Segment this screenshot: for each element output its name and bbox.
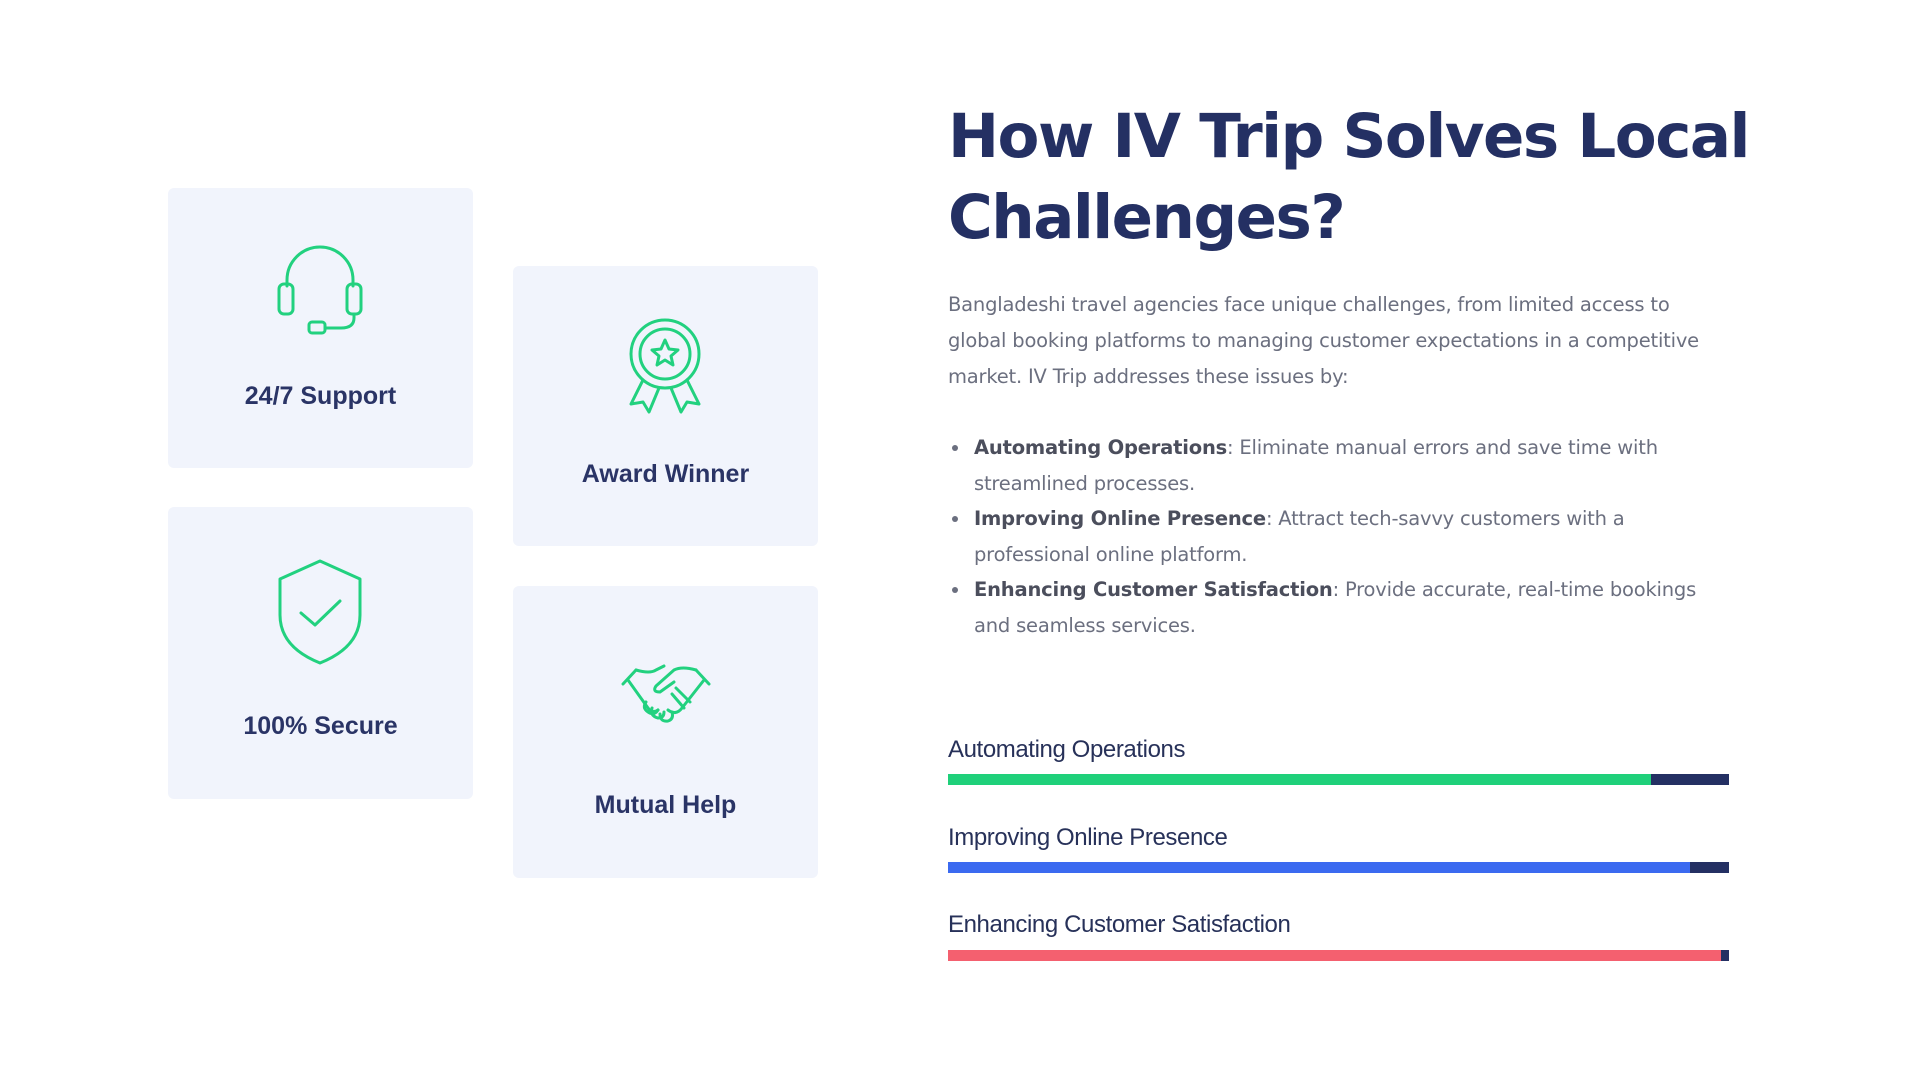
list-item: Improving Online Presence: Attract tech-…	[948, 501, 1728, 572]
intro-paragraph: Bangladeshi travel agencies face unique …	[948, 293, 1699, 388]
progress-fill-automating	[948, 774, 1651, 785]
feature-card-award: Award Winner	[513, 266, 818, 546]
list-item-text: : Attract tech-savvy customers with a pr…	[974, 507, 1625, 566]
feature-card-mutual-help: Mutual Help	[513, 586, 818, 878]
progress-label-customer-satisfaction: Enhancing Customer Satisfaction	[948, 911, 1291, 938]
progress-fill-online-presence	[948, 862, 1690, 873]
progress-fill-customer-satisfaction	[948, 950, 1722, 961]
feature-card-support: 24/7 Support	[168, 188, 473, 468]
list-item-text: : Eliminate manual errors and save time …	[974, 436, 1658, 495]
headset-icon	[277, 245, 363, 335]
shield-check-icon	[278, 559, 362, 665]
list-item-title: Automating Operations	[974, 436, 1228, 459]
progress-bar-online-presence	[948, 862, 1729, 873]
progress-bar-automating	[948, 774, 1729, 785]
page-title-line-1: How IV Trip Solves Local	[948, 101, 1750, 172]
award-ribbon-icon	[629, 318, 701, 414]
feature-label-mutual-help: Mutual Help	[594, 791, 737, 819]
page-title: How IV Trip Solves Local Challenges?	[948, 96, 1768, 258]
solutions-list: Automating Operations: Eliminate manual …	[948, 430, 1728, 643]
feature-card-secure: 100% Secure	[168, 507, 473, 799]
list-item-text: : Provide accurate, real-time bookings a…	[974, 578, 1697, 637]
feature-label-award: Award Winner	[581, 460, 750, 488]
list-item: Automating Operations: Eliminate manual …	[948, 430, 1728, 501]
progress-label-automating: Automating Operations	[948, 736, 1186, 763]
progress-bar-customer-satisfaction	[948, 950, 1729, 961]
list-item: Enhancing Customer Satisfaction: Provide…	[948, 572, 1728, 643]
handshake-icon	[621, 664, 711, 723]
page-title-line-2: Challenges?	[948, 182, 1346, 253]
list-item-title: Enhancing Customer Satisfaction	[974, 578, 1333, 601]
feature-label-secure: 100% Secure	[243, 712, 398, 740]
list-item-title: Improving Online Presence	[974, 507, 1266, 530]
feature-label-support: 24/7 Support	[244, 382, 397, 410]
progress-label-online-presence: Improving Online Presence	[948, 824, 1228, 851]
